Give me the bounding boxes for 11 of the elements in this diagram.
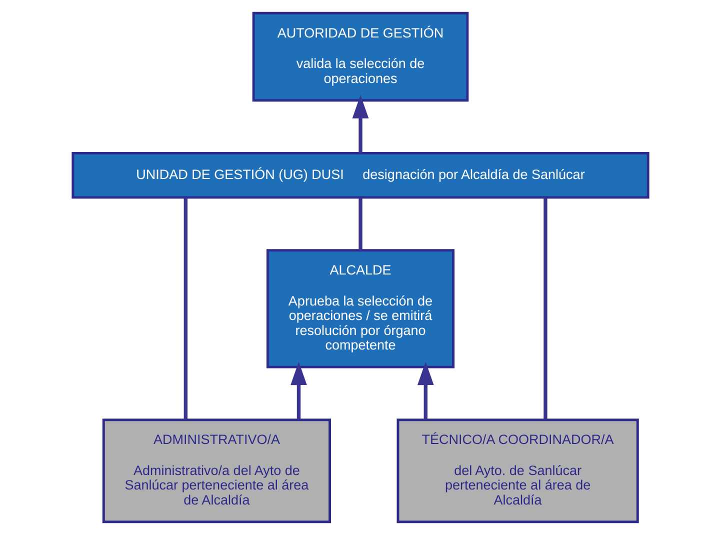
- arrow: [416, 362, 434, 420]
- node-box: TÉCNICO/A COORDINADOR/A del Ayto. de Sanlúcar perteneciente al área de Alcaldía: [396, 418, 638, 524]
- node-box: AUTORIDAD DE GESTIÓN valida la selección de operaciones: [252, 12, 468, 102]
- arrow: [290, 362, 306, 420]
- node-box: ALCALDE Aprueba la selección de operaciones / se emitirá resolución por órgano competente: [266, 249, 454, 368]
- node-box: ADMINISTRATIVO/A Administrativo/a del Ayto de Sanlúcar perteneciente al área de Alcaldía: [102, 418, 330, 524]
- connector: [183, 198, 188, 420]
- arrow: [352, 94, 368, 153]
- connector: [358, 198, 362, 250]
- node-box: UNIDAD DE GESTIÓN (UG) DUSI designación por Alcaldía de Sanlúcar: [71, 152, 649, 199]
- connector: [543, 198, 547, 420]
